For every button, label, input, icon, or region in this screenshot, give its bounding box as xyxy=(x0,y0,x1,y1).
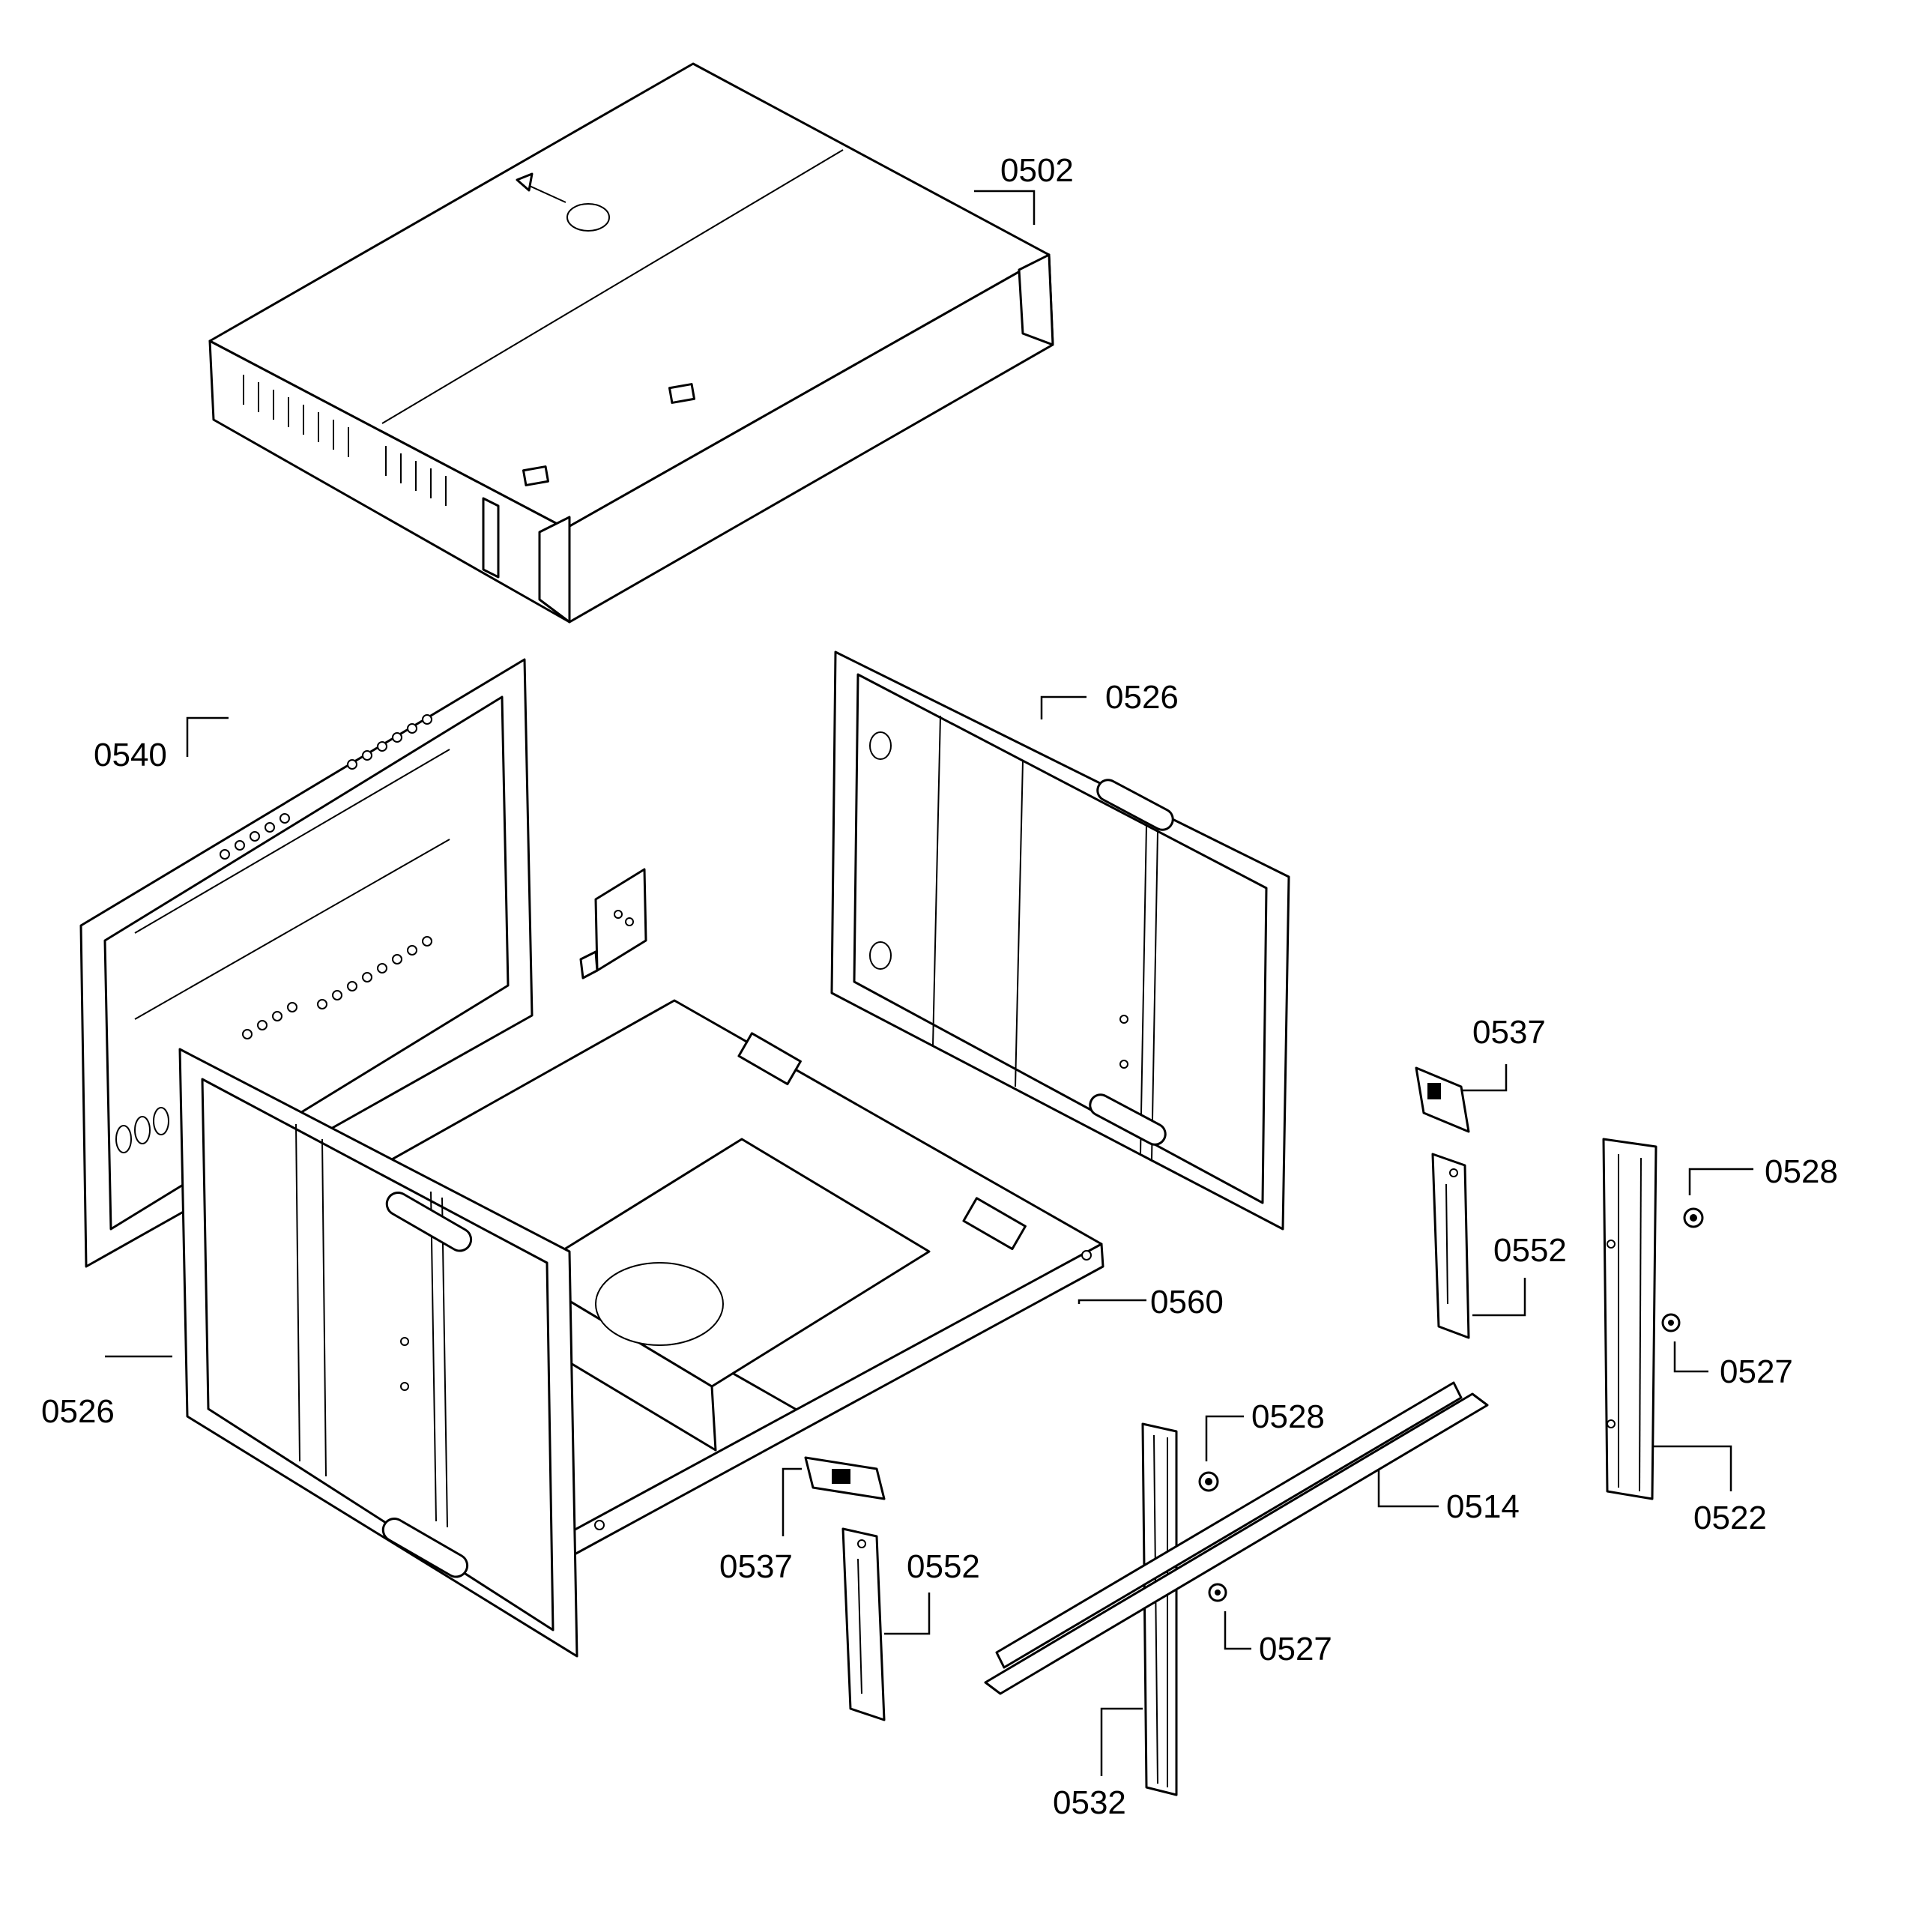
label-0528-lower: 0528 xyxy=(1251,1398,1325,1435)
label-0528-right: 0528 xyxy=(1765,1153,1838,1190)
leader-lines xyxy=(105,190,1753,1776)
rear-panel-holes xyxy=(220,714,432,1039)
part-screw-0527-lower xyxy=(1208,1583,1227,1602)
label-0537-lower: 0537 xyxy=(719,1548,793,1585)
label-0540: 0540 xyxy=(94,737,167,773)
label-0522: 0522 xyxy=(1693,1500,1767,1536)
part-nut-0528-right xyxy=(1683,1207,1704,1228)
vent-slots xyxy=(243,375,447,506)
label-0526-lower: 0526 xyxy=(41,1393,115,1430)
part-nut-0528-lower xyxy=(1198,1471,1219,1492)
label-0514: 0514 xyxy=(1446,1488,1520,1525)
label-0502: 0502 xyxy=(1000,152,1074,189)
callout-labels: 0502 0540 0526 0526 0537 0528 0552 0560 … xyxy=(41,152,1838,1821)
part-side-panel-left xyxy=(178,1048,578,1658)
part-hinge-block-upper xyxy=(1415,1066,1470,1133)
part-hinge-lower xyxy=(841,1527,886,1721)
label-0527-lower: 0527 xyxy=(1259,1631,1332,1667)
part-side-rail-left xyxy=(1141,1422,1178,1796)
label-0532: 0532 xyxy=(1053,1784,1126,1821)
label-0526-upper: 0526 xyxy=(1105,679,1179,716)
part-hinge-block-lower xyxy=(804,1456,886,1500)
label-0537-upper: 0537 xyxy=(1472,1014,1546,1051)
label-0560: 0560 xyxy=(1150,1284,1224,1320)
part-side-rail-right xyxy=(1602,1138,1657,1500)
label-0527-right: 0527 xyxy=(1720,1353,1793,1390)
label-0552-lower: 0552 xyxy=(907,1548,980,1585)
part-screw-0527-right xyxy=(1661,1313,1681,1332)
label-0552-upper: 0552 xyxy=(1493,1232,1567,1269)
part-hinge-upper xyxy=(1431,1153,1470,1339)
part-side-panel-right xyxy=(830,650,1290,1231)
part-top-cover xyxy=(208,62,1054,624)
part-telescopic-rail xyxy=(984,1381,1489,1695)
part-small-bracket xyxy=(579,868,647,979)
